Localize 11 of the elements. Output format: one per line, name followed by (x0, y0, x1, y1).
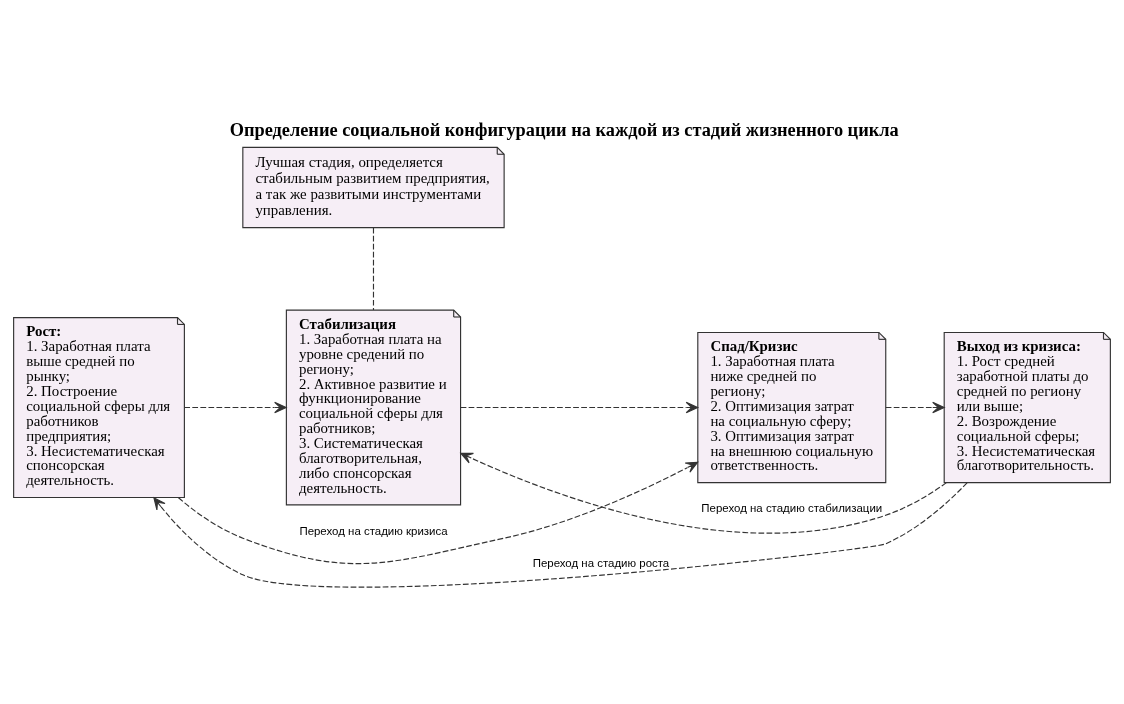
connector (372, 226, 375, 311)
arrow (177, 461, 699, 564)
edge-label: Переход на стадию роста (532, 556, 670, 569)
arrow (885, 401, 945, 413)
arrow (460, 401, 699, 413)
diagram-title: Определение социальной конфигурации на каждой из стадий жизненного цикла (229, 119, 899, 140)
edge-label: Переход на стадию кризиса (299, 524, 448, 537)
arrow (460, 452, 947, 534)
arrow (153, 481, 968, 588)
arrow (183, 401, 287, 413)
edge-label: Переход на стадию стабилизации (701, 501, 883, 514)
